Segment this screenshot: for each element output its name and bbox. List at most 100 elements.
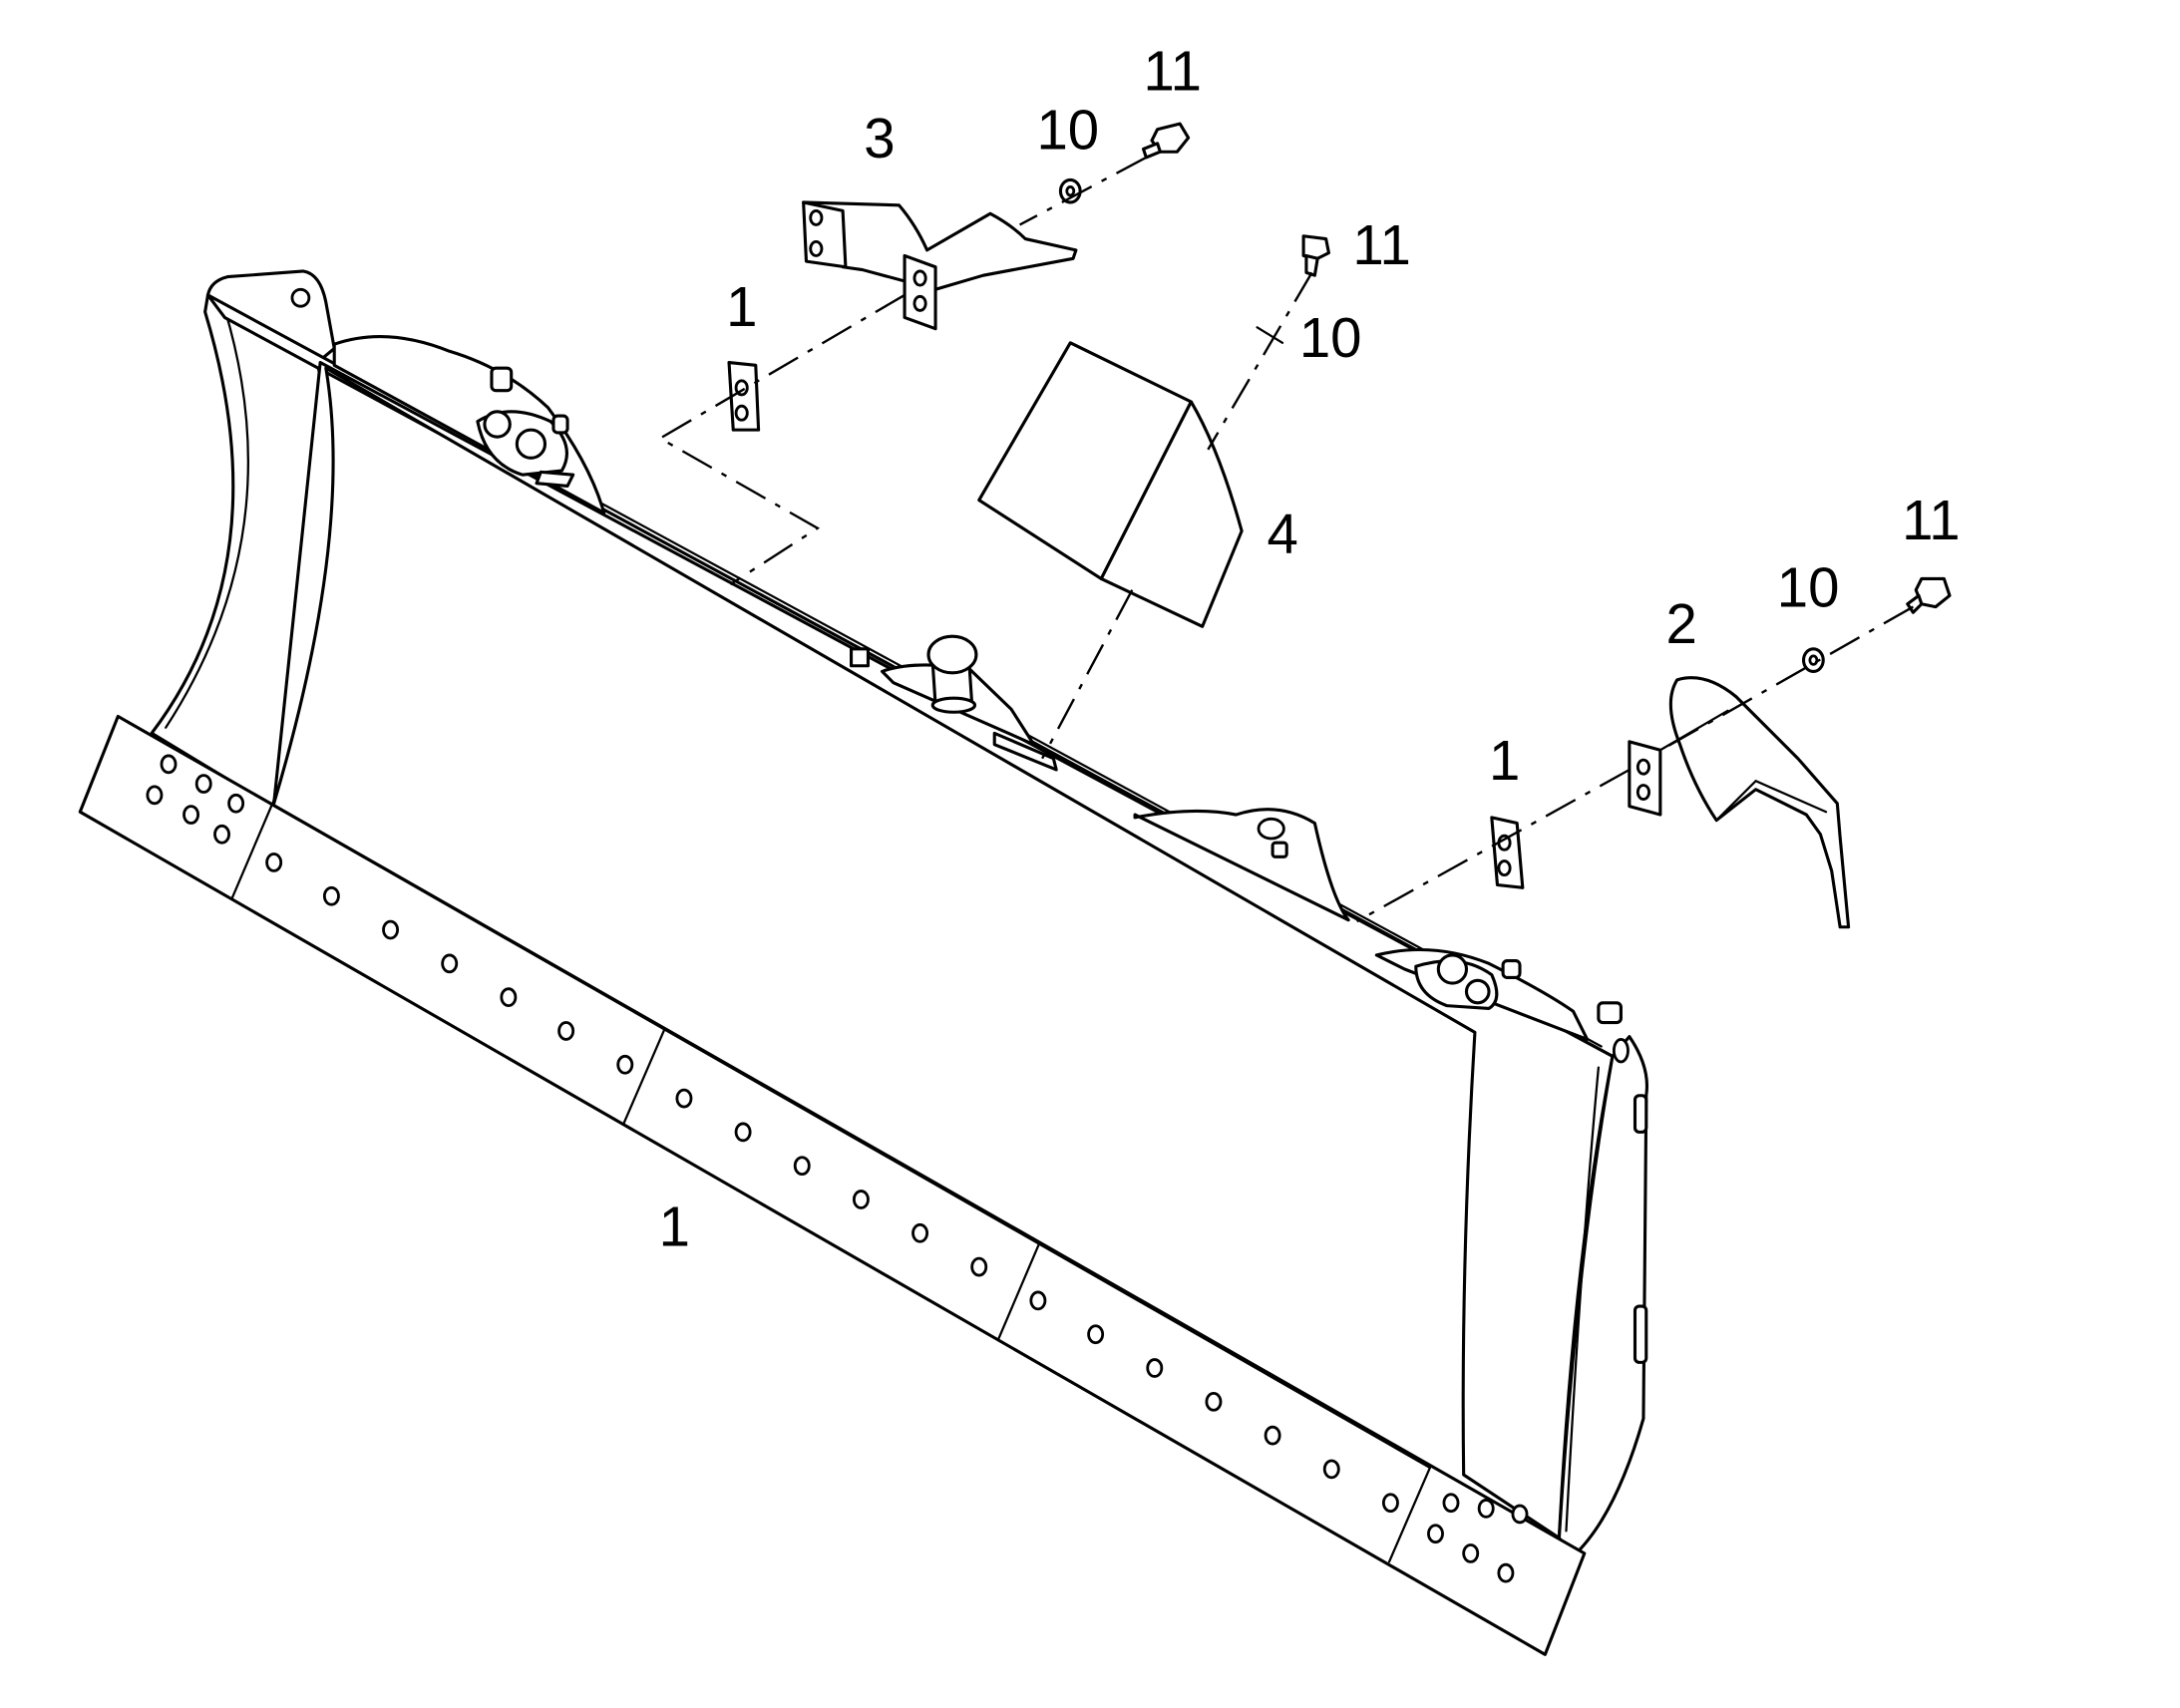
edge-hole xyxy=(146,785,164,806)
left-pivot-nut xyxy=(551,414,569,435)
left-guard-flange-hole xyxy=(809,208,824,226)
center-knob-head xyxy=(926,634,978,675)
right-side-plate-hole xyxy=(1612,1038,1630,1064)
cutting-edge-bolt-holes xyxy=(146,754,1529,1583)
callout-3: 3 xyxy=(864,107,895,170)
leader-cover-to-moldboard xyxy=(1041,589,1134,760)
leader-bolt-top-to-left-guard xyxy=(1019,156,1147,226)
left-pivot-pin xyxy=(483,410,512,439)
callout-2: 2 xyxy=(1665,592,1696,655)
edge-hole xyxy=(227,793,245,814)
bolt-right xyxy=(1906,576,1952,614)
spacer-block-right-body xyxy=(1490,816,1525,889)
bolt-top xyxy=(1141,122,1191,160)
bolt-middle xyxy=(1301,234,1330,277)
edge-hole xyxy=(213,824,230,845)
right-pivot-boss xyxy=(1436,953,1469,985)
callout-1-upper-left: 1 xyxy=(726,275,757,338)
leader-right-guard-to-moldboard xyxy=(1356,768,1631,923)
bolt-top-head xyxy=(1150,122,1191,154)
edge-hole xyxy=(1462,1543,1480,1563)
cutting-edge-plate xyxy=(78,714,1587,1656)
washer-top-bore xyxy=(1065,185,1076,197)
edge-hole xyxy=(1264,1425,1281,1446)
edge-hole xyxy=(500,987,518,1008)
washer-middle-edge xyxy=(1256,326,1284,344)
cutting-edge xyxy=(78,714,1587,1656)
left-side-plate-inner-edge xyxy=(165,307,249,729)
spacer-block-left-hole xyxy=(734,404,749,422)
right-guard-fold xyxy=(1715,779,1828,822)
bolt-top-shank xyxy=(1141,142,1162,160)
spacer-block-right xyxy=(1490,816,1525,889)
left-guard-tab-hole xyxy=(912,294,927,312)
right-guard-body xyxy=(1668,676,1851,929)
edge-hole xyxy=(793,1156,811,1177)
left-side-plate-hole xyxy=(290,287,311,308)
right-side-tab-upper xyxy=(1633,1094,1648,1134)
edge-hole xyxy=(322,885,340,906)
callout-10-right: 10 xyxy=(1777,556,1840,619)
edge-hole xyxy=(911,1222,929,1243)
center-knob-base xyxy=(930,696,977,714)
edge-hole xyxy=(1442,1493,1460,1514)
edge-hole xyxy=(1497,1562,1515,1583)
bolt-middle-head xyxy=(1301,234,1330,260)
edge-hole xyxy=(1029,1290,1047,1311)
edge-hole xyxy=(1381,1493,1399,1514)
right-side-tab-lower xyxy=(1633,1304,1648,1364)
edge-hole xyxy=(1322,1459,1340,1480)
callout-10-top: 10 xyxy=(1036,98,1099,161)
edge-hole xyxy=(265,853,283,872)
edge-hole xyxy=(1477,1499,1495,1519)
washer-middle xyxy=(1256,326,1284,344)
callout-11-right: 11 xyxy=(1902,489,1960,551)
callout-1-right: 1 xyxy=(1489,729,1520,792)
right-rear-bolt xyxy=(1597,1001,1623,1025)
edge-hole xyxy=(970,1256,988,1277)
edge-hole xyxy=(557,1021,575,1041)
edge-hole xyxy=(1146,1358,1164,1378)
washer-right-bore xyxy=(1808,654,1819,666)
cutting-edge-seam xyxy=(622,1028,666,1126)
right-hump-hole xyxy=(1257,817,1285,841)
edge-hole xyxy=(160,754,178,775)
left-guard-flange xyxy=(802,200,848,269)
callout-11-middle: 11 xyxy=(1352,213,1410,276)
edge-hole xyxy=(1427,1524,1444,1544)
right-end-guard xyxy=(1628,676,1851,929)
edge-hole xyxy=(852,1190,870,1209)
left-pivot-bolt xyxy=(490,366,514,393)
left-guard-body xyxy=(802,200,1078,291)
cutting-edge-seam xyxy=(1387,1466,1431,1563)
right-hump-nut xyxy=(1271,841,1288,858)
right-side-plate-inner-edge xyxy=(1565,1066,1601,1533)
right-guard-tab-hole xyxy=(1635,784,1650,801)
left-end-guard xyxy=(802,200,1078,331)
left-guard-tab-hole xyxy=(912,269,927,287)
edge-hole xyxy=(441,953,459,974)
right-guard-mount-tab xyxy=(1628,740,1662,817)
cutting-edge-top-line xyxy=(268,802,1431,1470)
cutting-edge-seam xyxy=(997,1241,1041,1340)
moldboard xyxy=(150,269,1648,1558)
center-cover xyxy=(977,341,1244,628)
callout-4: 4 xyxy=(1267,503,1297,565)
edge-hole xyxy=(182,805,200,825)
left-bracket-tab xyxy=(535,470,575,489)
washer-top xyxy=(1058,177,1082,204)
edge-hole xyxy=(1205,1391,1223,1412)
left-guard-mount-tab xyxy=(903,253,937,331)
left-guard-flange-hole xyxy=(809,239,824,257)
callout-11-top: 11 xyxy=(1144,39,1202,102)
callouts: 3 10 11 11 10 1 4 11 10 2 1 1 xyxy=(659,39,1961,1257)
leader-bolt-right-to-right-guard xyxy=(1664,605,1914,749)
leader-lines xyxy=(657,156,1914,923)
bolt-middle-shank xyxy=(1304,253,1319,277)
callout-10-middle: 10 xyxy=(1299,306,1362,369)
right-pivot-pin xyxy=(1464,978,1491,1005)
bolt-right-head xyxy=(1914,576,1952,609)
center-knob-clip xyxy=(992,731,1058,772)
leader-bolt-middle-to-cover xyxy=(1207,271,1313,451)
